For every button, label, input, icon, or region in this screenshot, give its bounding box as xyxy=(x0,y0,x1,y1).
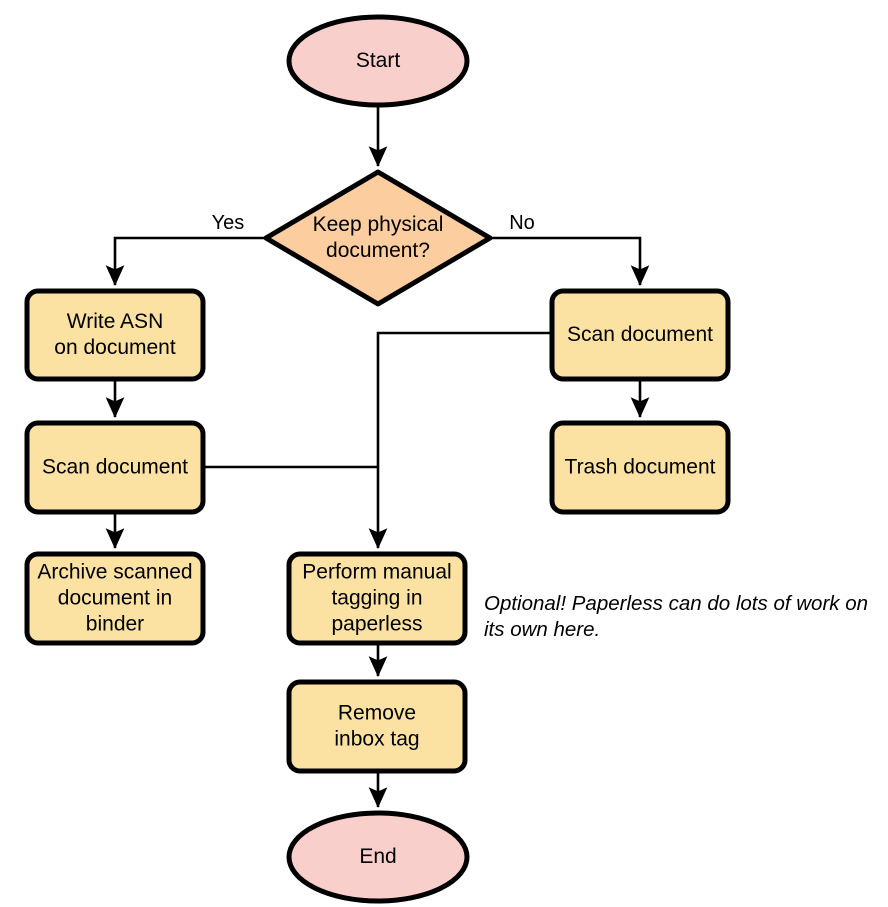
node-shape-start xyxy=(286,14,470,108)
node-label-end: End xyxy=(359,845,396,868)
edge-scan_right-to-manual_tagging xyxy=(368,331,552,550)
annotations-layer: Optional! Paperless can do lots of work … xyxy=(484,592,868,641)
node-shape-manual_tagging xyxy=(286,551,468,646)
node-label-trash: Trash document xyxy=(565,455,716,478)
node-label-scan_left: Scan document xyxy=(42,455,188,478)
label-no: No xyxy=(509,212,535,234)
node-label-start: Start xyxy=(356,49,401,72)
optional-note: Optional! Paperless can do lots of work … xyxy=(484,592,868,641)
node-shape-decision xyxy=(263,169,493,307)
edge-decision-to-write_asn xyxy=(105,236,266,287)
node-shape-archive xyxy=(24,551,206,646)
node-start: Start xyxy=(286,14,470,108)
edge-decision-to-scan_right xyxy=(490,236,650,287)
edge-labels-layer: Yes No xyxy=(212,212,535,234)
node-label-scan_right: Scan document xyxy=(567,323,713,346)
node-shape-scan_left xyxy=(24,420,206,515)
node-shape-remove_inbox xyxy=(286,679,468,774)
node-shape-trash xyxy=(549,420,731,515)
node-end: End xyxy=(286,810,470,904)
node-shape-write_asn xyxy=(24,288,206,382)
edges-layer xyxy=(105,107,650,809)
node-scan_right: Scan document xyxy=(549,288,731,382)
node-shape-end xyxy=(286,810,470,904)
node-scan_left: Scan document xyxy=(24,420,206,515)
node-shape-scan_right xyxy=(549,288,731,382)
label-yes: Yes xyxy=(212,212,245,234)
node-trash: Trash document xyxy=(549,420,731,515)
